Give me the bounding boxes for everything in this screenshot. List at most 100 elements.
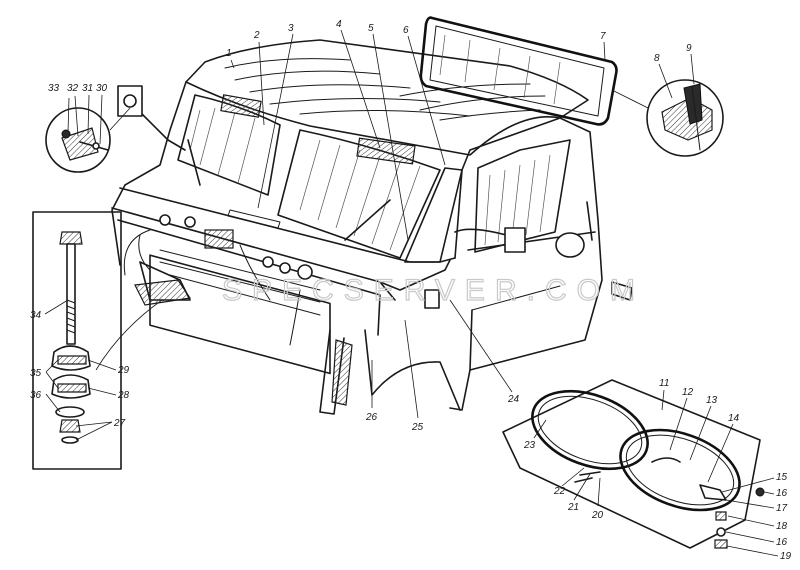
callout-9: 9 <box>686 43 692 54</box>
leader <box>690 53 695 85</box>
leader <box>257 33 294 209</box>
leader <box>87 387 117 396</box>
callout-26: 26 <box>365 412 378 423</box>
callout-17: 17 <box>776 503 788 514</box>
callout-2: 2 <box>253 30 260 41</box>
roof-rib <box>299 109 471 117</box>
door-pillar <box>364 329 461 411</box>
leader <box>726 545 779 557</box>
callout-3: 3 <box>288 23 294 34</box>
callout-36: 36 <box>30 390 42 401</box>
hatch-ring-inner <box>537 395 643 465</box>
mirror-left-lens <box>123 94 137 108</box>
glass-edge <box>691 85 701 151</box>
leader <box>407 35 446 166</box>
roof-rib <box>249 84 411 93</box>
leader <box>74 95 79 137</box>
seal-detail-inset <box>611 79 724 157</box>
washer <box>716 527 726 537</box>
callout-20: 20 <box>591 510 604 521</box>
leader <box>404 319 419 419</box>
leader <box>87 359 117 371</box>
leader <box>689 405 712 461</box>
leader <box>597 477 601 507</box>
hatch-latch <box>699 484 727 501</box>
callout-30: 30 <box>96 83 108 94</box>
mirror-bracket <box>61 127 99 161</box>
wiring-harness <box>123 229 301 346</box>
callout-22: 22 <box>553 486 566 497</box>
leader <box>763 491 775 495</box>
leader <box>258 41 265 126</box>
leader <box>45 393 61 413</box>
leader <box>561 467 585 487</box>
leader <box>661 389 665 411</box>
leader <box>67 97 70 133</box>
rear-window-seal <box>419 16 618 126</box>
detail-leader <box>109 107 131 131</box>
wiper-left <box>187 139 201 186</box>
callout-15: 15 <box>776 472 788 483</box>
callout-27: 27 <box>113 418 126 429</box>
nut <box>714 539 728 549</box>
mount-bolt-shank <box>66 243 76 345</box>
hatch-ring <box>531 389 649 471</box>
callout-12: 12 <box>682 387 694 398</box>
roof-rib <box>269 97 441 105</box>
cowl-panel <box>119 187 456 263</box>
leader <box>725 531 775 543</box>
heater-box <box>204 229 234 249</box>
callout-34: 34 <box>30 310 42 321</box>
hatch-handle <box>651 457 681 463</box>
leader <box>533 419 547 439</box>
callout-13: 13 <box>706 395 718 406</box>
callout-24: 24 <box>507 394 520 405</box>
leader <box>603 41 606 61</box>
cotter-pin <box>61 436 79 444</box>
glass-shade <box>484 154 551 246</box>
seal-lip <box>683 83 703 125</box>
gauge-icon <box>184 216 196 228</box>
hatch-hinge <box>574 471 601 483</box>
bolt-thread <box>66 299 76 334</box>
pillar-reinforcement <box>331 339 353 406</box>
leader <box>707 423 734 483</box>
gauge-icon <box>297 264 313 280</box>
leader <box>727 515 775 527</box>
callout-28: 28 <box>117 390 130 401</box>
callout-16b: 16 <box>776 537 788 548</box>
hatch-cover-inner <box>625 434 735 506</box>
door-handle <box>611 281 633 301</box>
bolt-head <box>59 231 83 245</box>
hatch-cover <box>619 428 741 512</box>
callout-14: 14 <box>728 413 740 424</box>
roof-rib <box>439 109 541 121</box>
roof-rib <box>224 58 351 69</box>
leader <box>75 421 113 441</box>
glass-shade <box>439 34 561 105</box>
leader <box>340 29 381 149</box>
cushion-shade <box>57 383 87 393</box>
mount-assembly-panel <box>32 211 163 470</box>
mirror-right <box>504 227 526 253</box>
detail-leader <box>611 89 649 109</box>
leader <box>573 473 591 501</box>
callout-32: 32 <box>67 83 79 94</box>
cab-left-side <box>111 81 187 266</box>
leader <box>87 94 90 135</box>
mirror-lens <box>555 232 585 258</box>
callout-18: 18 <box>776 521 788 532</box>
roof-rib <box>234 70 381 81</box>
leader <box>725 499 775 509</box>
callout-25: 25 <box>411 422 424 433</box>
washer <box>92 142 100 150</box>
callout-numbers: 1 2 3 4 5 6 7 8 9 11 12 13 14 15 16 17 1… <box>30 19 792 562</box>
sun-visor-left <box>220 94 262 118</box>
rear-window-glass <box>429 25 605 117</box>
front-grille-lines <box>159 249 321 316</box>
bolt-head <box>61 129 71 139</box>
latch-bolt <box>715 511 727 521</box>
nut <box>755 487 765 497</box>
callout-1: 1 <box>226 48 232 59</box>
floor-hatch-assembly <box>502 379 765 549</box>
